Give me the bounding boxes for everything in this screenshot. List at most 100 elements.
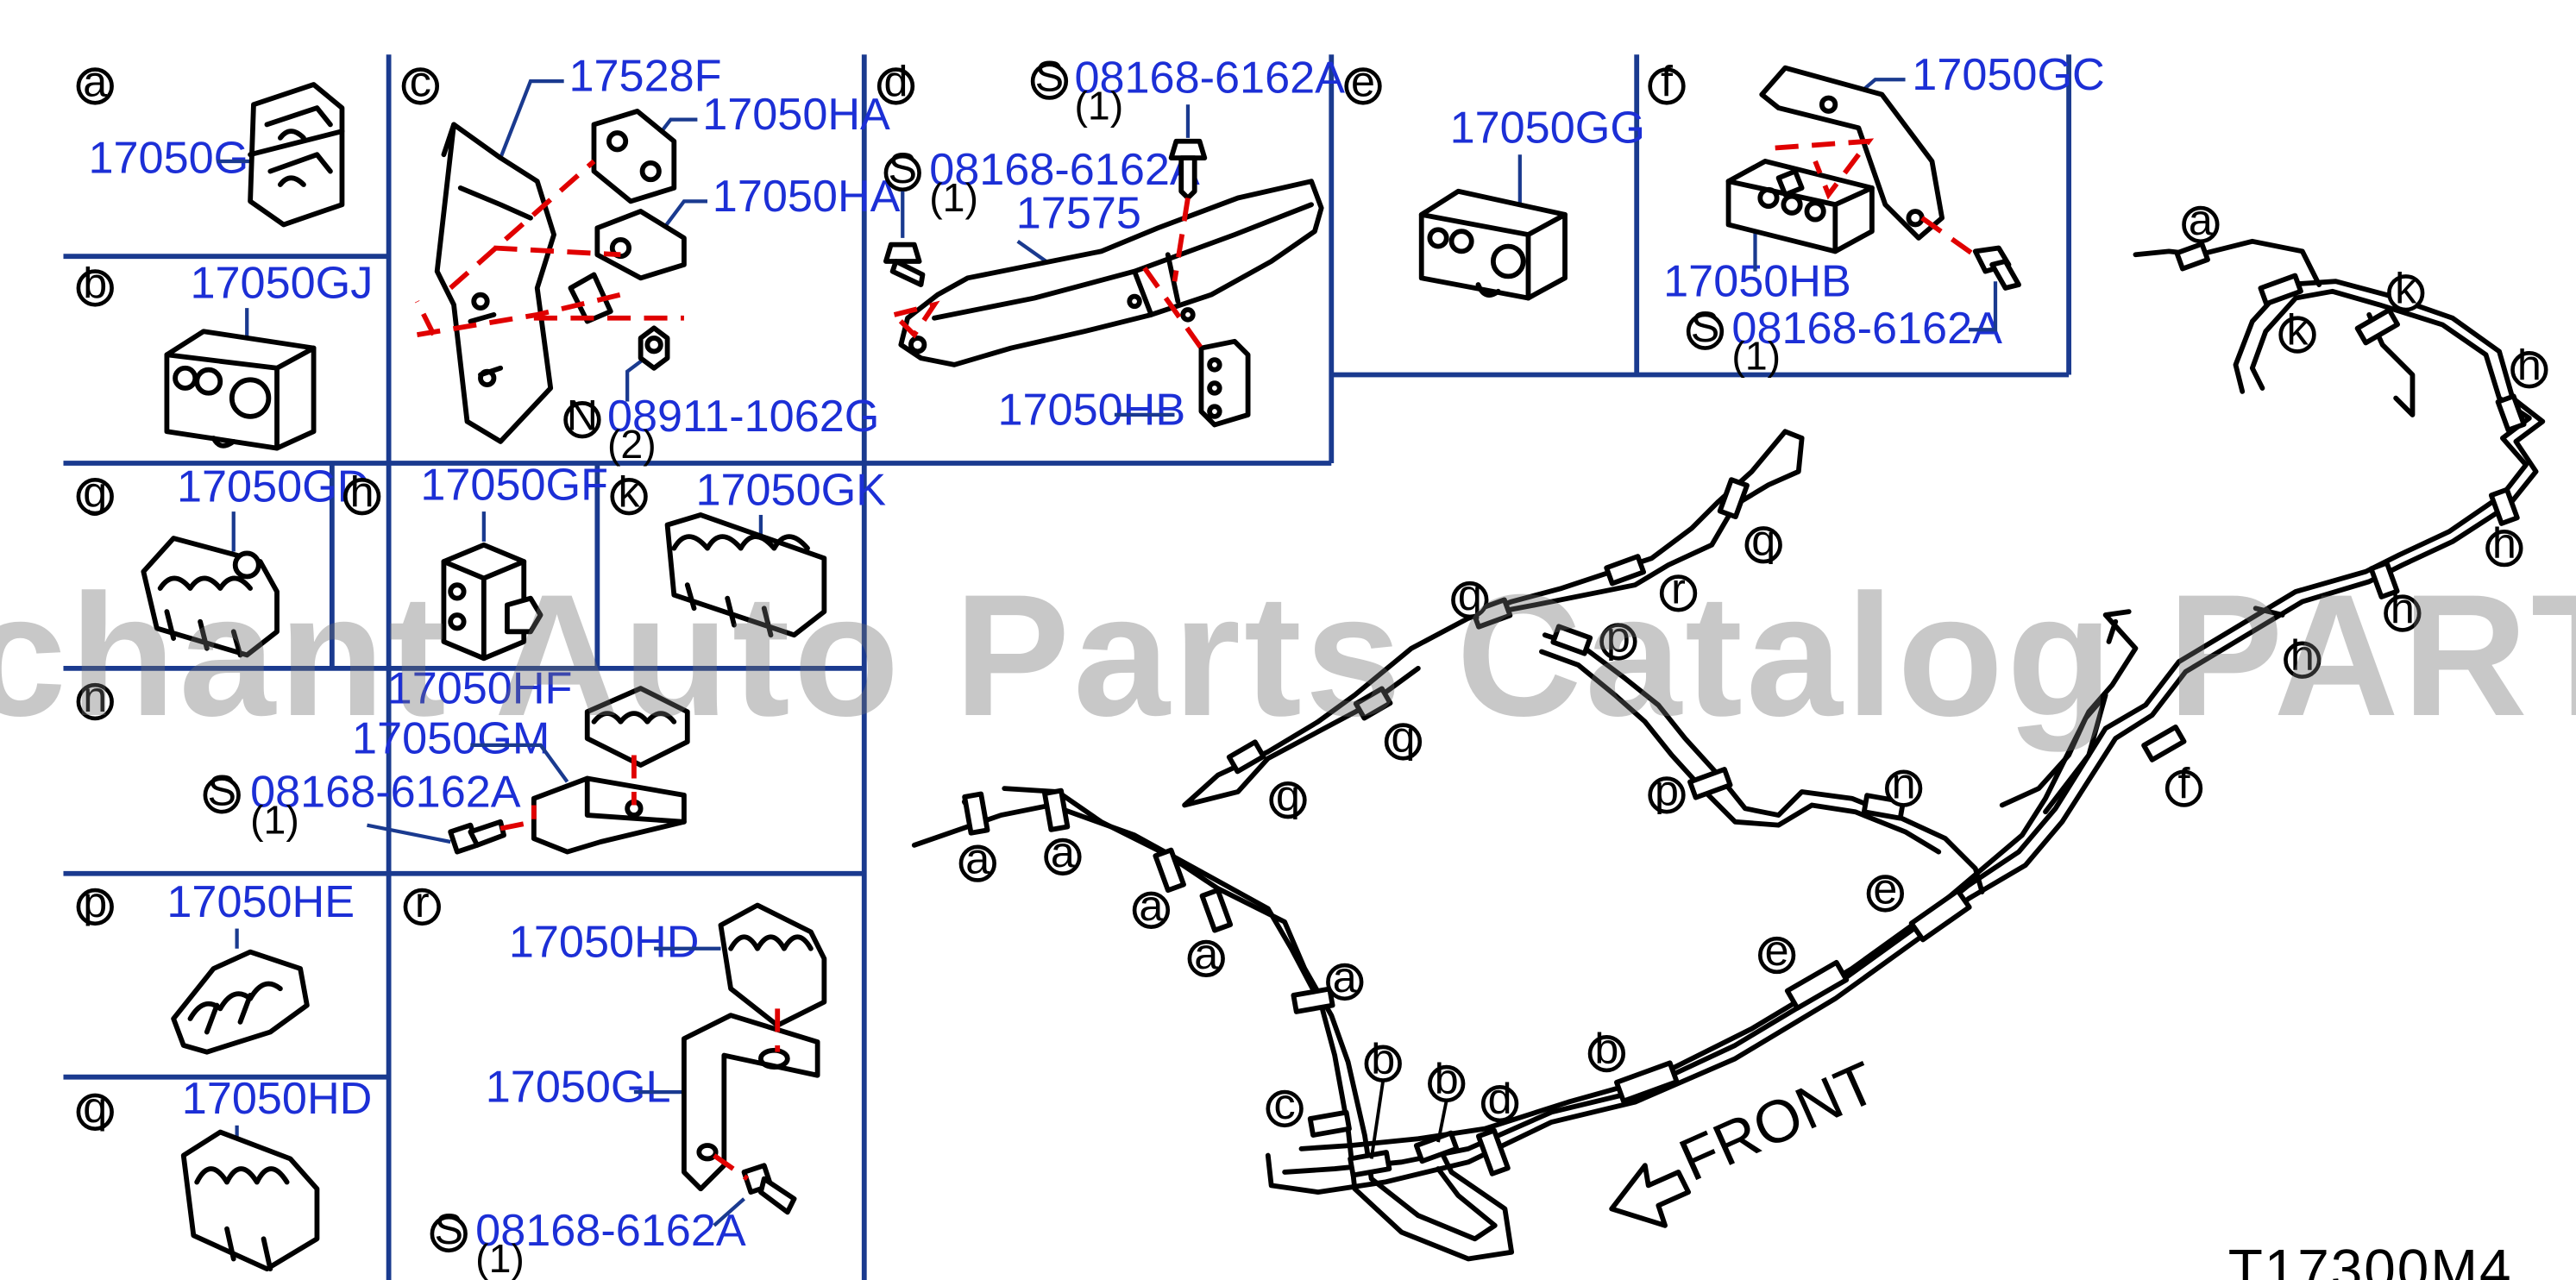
- panel-p: p 17050HE: [76, 877, 355, 1055]
- callout-e: e: [1866, 864, 1905, 913]
- panel-a: a 17050G: [76, 57, 345, 228]
- svg-text:h: h: [2517, 340, 2541, 389]
- part-number[interactable]: 17050GD: [177, 461, 369, 511]
- callout-h: h: [2510, 340, 2548, 389]
- bolt-icon: [883, 138, 1208, 287]
- callout-d: d: [1480, 1074, 1519, 1123]
- part-number[interactable]: 17050GL: [486, 1063, 671, 1113]
- nut-08911-icon: [638, 325, 670, 371]
- bracket-17050gm-icon: [531, 775, 687, 855]
- callout-a: a: [1044, 827, 1082, 876]
- pipe-callouts: a a a a a a b b b c d e e f h h h h k k …: [958, 195, 2548, 1159]
- part-number[interactable]: 17050HB: [997, 386, 1185, 436]
- part-number[interactable]: 17050GF: [420, 461, 608, 511]
- panel-k: k 17050GK: [610, 465, 886, 638]
- part-number[interactable]: 17050GG: [1450, 104, 1645, 154]
- part-number[interactable]: 08168-6162A: [929, 145, 1200, 195]
- svg-text:b: b: [1435, 1054, 1459, 1103]
- part-qty: (1): [250, 797, 299, 842]
- panel-letter: q: [83, 1082, 107, 1132]
- panel-letter: g: [83, 467, 107, 516]
- callout-q: q: [1744, 515, 1782, 564]
- callout-n: n: [1884, 759, 1923, 808]
- svg-text:c: c: [1274, 1079, 1296, 1128]
- svg-text:p: p: [1606, 612, 1630, 662]
- part-number[interactable]: 17575: [1016, 188, 1141, 238]
- clip-17050hb-icon: [1725, 159, 1875, 254]
- bolt-icon: [741, 1163, 797, 1215]
- part-number[interactable]: 17050GK: [695, 465, 886, 515]
- part-number[interactable]: 17050GC: [1912, 50, 2104, 100]
- callout-h: h: [2485, 518, 2523, 568]
- part-number[interactable]: 17050GM: [352, 714, 550, 764]
- svg-text:N: N: [567, 390, 598, 439]
- block-17050gf-icon: [441, 542, 543, 662]
- panel-letter: p: [83, 877, 107, 926]
- panel-h: h 17050GF: [343, 461, 608, 662]
- diagram-code: T17300M4: [2228, 1237, 2513, 1280]
- callout-b: b: [1364, 1034, 1402, 1083]
- front-label: FRONT: [1669, 1048, 1886, 1194]
- panel-letter: h: [350, 467, 374, 516]
- svg-text:S: S: [1035, 52, 1065, 101]
- svg-text:S: S: [888, 143, 917, 192]
- part-number[interactable]: 08911-1062G: [607, 392, 879, 442]
- part-number[interactable]: 17528F: [569, 52, 721, 102]
- callout-a: a: [2182, 195, 2220, 244]
- clip-17050gk-icon: [664, 512, 827, 638]
- svg-text:b: b: [1594, 1024, 1618, 1073]
- bracket-17575-icon: [898, 179, 1324, 367]
- svg-text:S: S: [434, 1204, 463, 1253]
- part-number[interactable]: 17050HB: [1663, 257, 1851, 307]
- part-number[interactable]: 08168-6162A: [475, 1206, 746, 1256]
- svg-text:a: a: [1194, 929, 1218, 978]
- clip-17050gd-icon: [141, 536, 280, 658]
- panel-letter: n: [83, 672, 107, 721]
- svg-text:S: S: [207, 765, 236, 814]
- callout-h: h: [2384, 584, 2422, 633]
- part-qty: (2): [607, 422, 657, 467]
- callout-e: e: [1757, 925, 1796, 975]
- svg-text:a: a: [1333, 952, 1357, 1001]
- part-number[interactable]: 17050GJ: [190, 259, 373, 309]
- panel-c: c 17528F 17050HA 17050HA N 08911-1062G (…: [401, 52, 901, 467]
- panel-e: e 17050GG: [1344, 57, 1645, 301]
- panel-g: g 17050GD: [76, 461, 369, 658]
- part-number[interactable]: 17050HD: [509, 917, 700, 967]
- part-number[interactable]: 08168-6162A: [1731, 304, 2002, 354]
- panel-q: q 17050HD: [76, 1074, 373, 1271]
- clip-17050g-icon: [248, 82, 345, 228]
- part-number[interactable]: 17050HA: [713, 172, 901, 222]
- svg-text:k: k: [2286, 305, 2309, 355]
- clip-17050he-icon: [171, 949, 310, 1055]
- panel-letter-circle: [76, 67, 114, 105]
- panel-letter: c: [410, 57, 431, 106]
- part-number[interactable]: 17050HD: [182, 1074, 373, 1124]
- part-number[interactable]: 17050G: [88, 133, 248, 183]
- callout-b: b: [1587, 1024, 1626, 1073]
- callout-b: b: [1428, 1054, 1466, 1103]
- panel-letter: d: [884, 57, 908, 106]
- part-number[interactable]: 17050HA: [702, 90, 890, 140]
- clip-17050hd-icon: [180, 1129, 320, 1271]
- callout-q: q: [1269, 770, 1307, 819]
- panel-r: r 17050HD 17050GL S 08168-6162A (1): [403, 877, 827, 1280]
- panel-f: f 17050GC 17050HB S 08168-6162A (1): [1648, 50, 2105, 379]
- clip-17050ha-icon: [568, 109, 687, 324]
- part-number[interactable]: 08168-6162A: [1074, 53, 1345, 104]
- callout-p: p: [1599, 612, 1637, 662]
- part-number[interactable]: 17050HE: [166, 877, 355, 927]
- callout-k: k: [2387, 263, 2425, 312]
- svg-text:q: q: [1458, 570, 1482, 619]
- svg-text:r: r: [1671, 563, 1686, 612]
- svg-text:p: p: [1655, 765, 1679, 814]
- panel-d: d S 08168-6162A (1) S 08168-6162A (1) 17…: [876, 52, 1345, 436]
- svg-text:n: n: [1892, 759, 1916, 808]
- panel-letter: b: [83, 259, 107, 308]
- callout-q: q: [1451, 570, 1489, 619]
- part-number[interactable]: 17050HF: [387, 663, 573, 713]
- bolt-icon: [448, 819, 506, 855]
- svg-text:b: b: [1371, 1034, 1395, 1083]
- part-number[interactable]: 08168-6162A: [250, 767, 521, 817]
- callout-p: p: [1648, 765, 1686, 814]
